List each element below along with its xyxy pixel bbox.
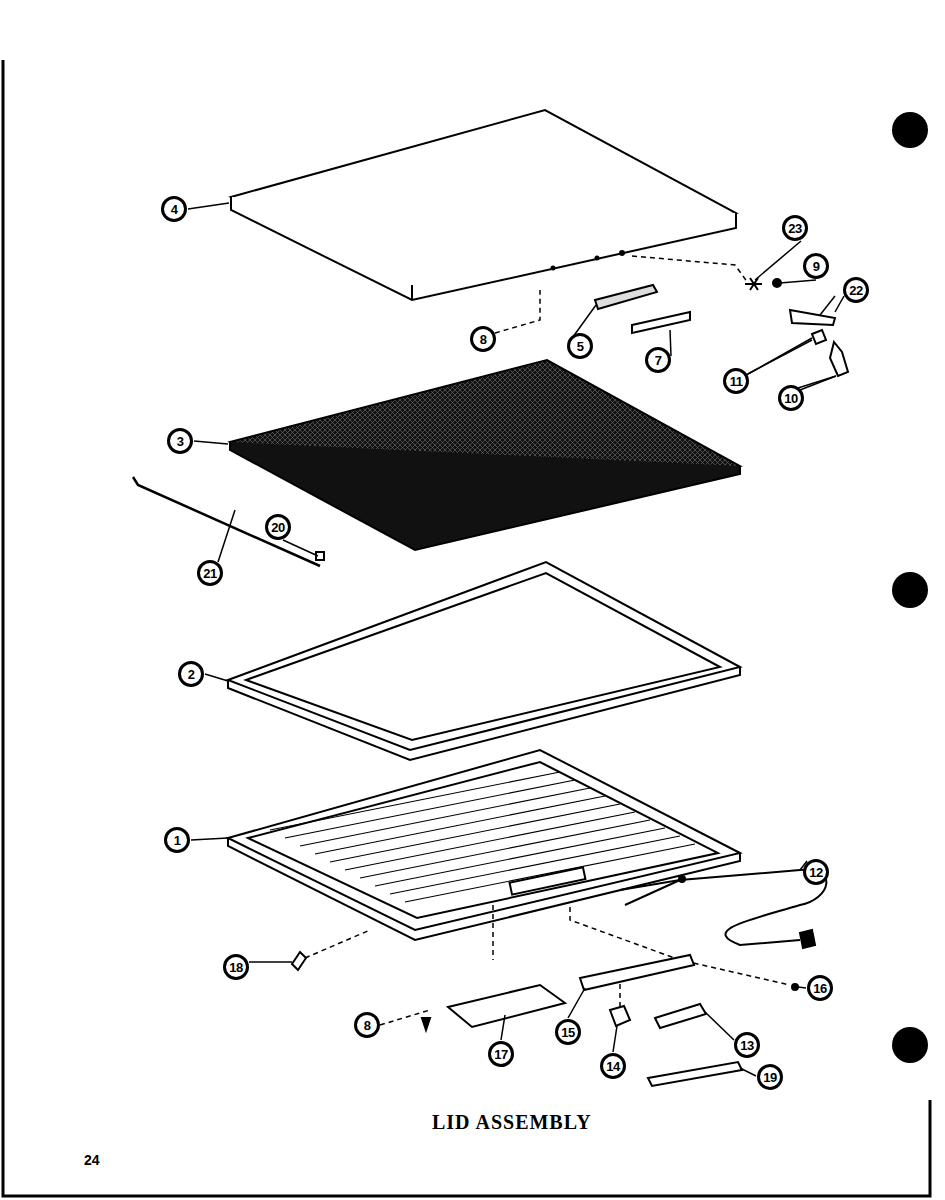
callout-number: 13 <box>734 1032 760 1058</box>
leader-line <box>501 1015 505 1040</box>
callout-number: 9 <box>803 253 829 279</box>
leader-line <box>568 988 585 1018</box>
callout-number: 18 <box>223 954 249 980</box>
callout-number: 22 <box>843 277 869 303</box>
leader-line <box>670 330 671 356</box>
leader-line <box>798 987 806 988</box>
callout-number: 23 <box>782 215 808 241</box>
leader-line <box>835 296 844 312</box>
leader-line <box>705 1012 734 1040</box>
callout-number: 7 <box>645 347 671 373</box>
callout-number: 15 <box>555 1019 581 1045</box>
callout-number: 21 <box>197 560 223 586</box>
callout-number: 8 <box>354 1012 380 1038</box>
callout-number: 2 <box>178 661 204 687</box>
leader-line <box>798 376 836 388</box>
leader-line <box>755 241 801 280</box>
callout-number: 10 <box>778 385 804 411</box>
leader-line <box>194 441 228 444</box>
callout-number: 8 <box>470 326 496 352</box>
leader-line <box>249 961 292 963</box>
leader-line <box>218 510 235 562</box>
callout-number: 3 <box>167 428 193 454</box>
callout-number: 19 <box>757 1064 783 1090</box>
callout-number: 4 <box>161 196 187 222</box>
leader-line <box>205 674 228 681</box>
leader-line <box>740 1068 756 1076</box>
callout-number: 20 <box>265 514 291 540</box>
callout-number: 16 <box>807 975 833 1001</box>
callout-number: 5 <box>567 333 593 359</box>
callout-number: 12 <box>803 859 829 885</box>
leader-line <box>191 838 228 840</box>
leader-line <box>188 203 229 209</box>
diagram-title: LID ASSEMBLY <box>432 1111 592 1134</box>
callout-number: 14 <box>600 1053 626 1079</box>
callout-number: 11 <box>723 368 749 394</box>
leader-line <box>780 280 816 283</box>
callout-number: 1 <box>164 827 190 853</box>
leader-line <box>746 340 812 375</box>
callout-number: 17 <box>488 1041 514 1067</box>
leader-line <box>283 540 318 556</box>
page-number: 24 <box>84 1152 100 1168</box>
leader-line <box>613 1026 617 1052</box>
